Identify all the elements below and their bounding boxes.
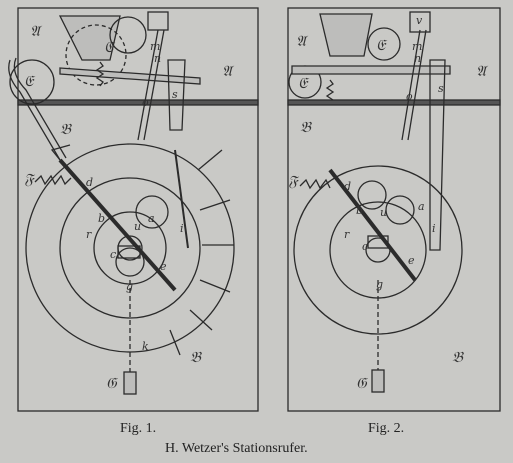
fig1-label-o: o — [142, 96, 149, 109]
fig1-label-i: i — [180, 222, 184, 235]
fig1-label-c: c — [110, 248, 116, 261]
fig2-label-E1: 𝔈 — [376, 36, 388, 54]
fig1-partition — [17, 99, 259, 106]
fig1-hook — [50, 144, 71, 161]
fig2-crank-arm — [328, 168, 417, 282]
fig2-rod-b — [407, 29, 427, 141]
fig2-label-i: i — [432, 222, 436, 235]
fig2-label-B2: 𝔅 — [452, 348, 464, 366]
fig2-partition — [287, 99, 501, 106]
figure-2-drawing — [287, 7, 501, 412]
fig2-label-c: c — [362, 240, 368, 253]
fig1-inner-ring — [59, 177, 201, 319]
fig1-spring-f — [34, 174, 72, 186]
fig2-label-s: s — [438, 82, 444, 95]
fig1-slider-head — [147, 11, 169, 31]
fig1-ratchet — [135, 195, 169, 229]
fig2-label-d: d — [344, 180, 351, 193]
fig1-frame — [17, 7, 259, 412]
fig1-pulley — [115, 247, 145, 277]
fig2-label-A2: 𝔄 — [476, 62, 489, 80]
figure-2-caption: Fig. 2. — [368, 421, 405, 436]
fig1-lever — [59, 67, 201, 85]
fig1-label-m: m — [150, 40, 160, 53]
fig2-weight — [319, 13, 373, 57]
fig1-label-r: r — [86, 228, 92, 241]
fig2-weight-g — [371, 369, 385, 393]
fig2-label-e: e — [408, 254, 415, 267]
fig1-label-a: a — [148, 212, 155, 225]
fig2-disk-e-upper — [367, 27, 401, 61]
fig1-arm-left — [8, 59, 61, 161]
fig2-label-u: u — [380, 206, 387, 219]
fig1-label-B2: 𝔅 — [190, 348, 202, 366]
fig2-label-v: v — [416, 14, 423, 27]
fig1-label-d: d — [86, 176, 93, 189]
fig2-bar-s — [429, 59, 446, 251]
fig1-disk-e-lower — [9, 59, 55, 105]
fig1-label-A2: 𝔄 — [222, 62, 235, 80]
plate-title: H. Wetzer's Stationsrufer. — [165, 441, 308, 456]
fig2-label-n: n — [414, 52, 421, 65]
fig2-label-m: m — [412, 40, 422, 53]
fig2-label-a: a — [418, 200, 425, 213]
fig2-label-E2: 𝔈 — [298, 74, 310, 92]
fig2-label-g: g — [376, 278, 383, 291]
fig1-block — [117, 245, 141, 259]
fig1-swing-dashed — [65, 24, 127, 86]
fig1-label-n: n — [154, 52, 161, 65]
fig1-label-E1: 𝔈 — [104, 38, 116, 56]
fig2-ratchet-b — [357, 180, 387, 210]
fig2-spring-top — [325, 79, 335, 101]
fig2-label-b: b — [356, 204, 363, 217]
fig1-label-b: b — [98, 212, 105, 225]
fig1-weight-g — [123, 371, 137, 395]
fig1-label-g: g — [126, 280, 133, 293]
fig1-spring-top — [95, 61, 105, 87]
fig1-label-E2: 𝔈 — [24, 72, 36, 90]
fig1-label-e: e — [160, 260, 167, 273]
fig1-label-A1: 𝔄 — [30, 22, 43, 40]
fig2-rod — [401, 29, 421, 141]
fig1-label-s: s — [172, 88, 178, 101]
fig1-bar-s — [167, 59, 186, 131]
fig2-lever — [291, 65, 451, 75]
fig2-main-wheel — [293, 165, 463, 335]
fig2-label-B1: 𝔅 — [300, 118, 312, 136]
fig1-rod-b — [143, 29, 165, 141]
fig2-label-A1: 𝔄 — [296, 32, 309, 50]
fig1-label-G: 𝔊 — [106, 374, 118, 392]
fig2-frame — [287, 7, 501, 412]
fig2-label-o: o — [406, 90, 413, 103]
fig1-label-F: 𝔉 — [24, 170, 36, 188]
fig2-spring-f — [299, 178, 331, 190]
fig2-label-G: 𝔊 — [356, 374, 368, 392]
fig1-label-u: u — [134, 220, 141, 233]
fig1-arm-left-b — [13, 57, 67, 159]
figure-1-drawing — [8, 7, 259, 412]
fig2-label-F: 𝔉 — [288, 172, 300, 190]
fig1-disk-e-upper — [109, 16, 147, 54]
figure-1-caption: Fig. 1. — [120, 421, 157, 436]
fig1-rod — [137, 29, 159, 141]
fig1-label-B1: 𝔅 — [60, 120, 72, 138]
fig1-label-k: k — [142, 340, 149, 353]
fig2-label-r: r — [344, 228, 350, 241]
fig1-crank-arm — [58, 158, 177, 292]
fig2-ratchet — [385, 195, 415, 225]
fig2-block — [367, 235, 389, 249]
